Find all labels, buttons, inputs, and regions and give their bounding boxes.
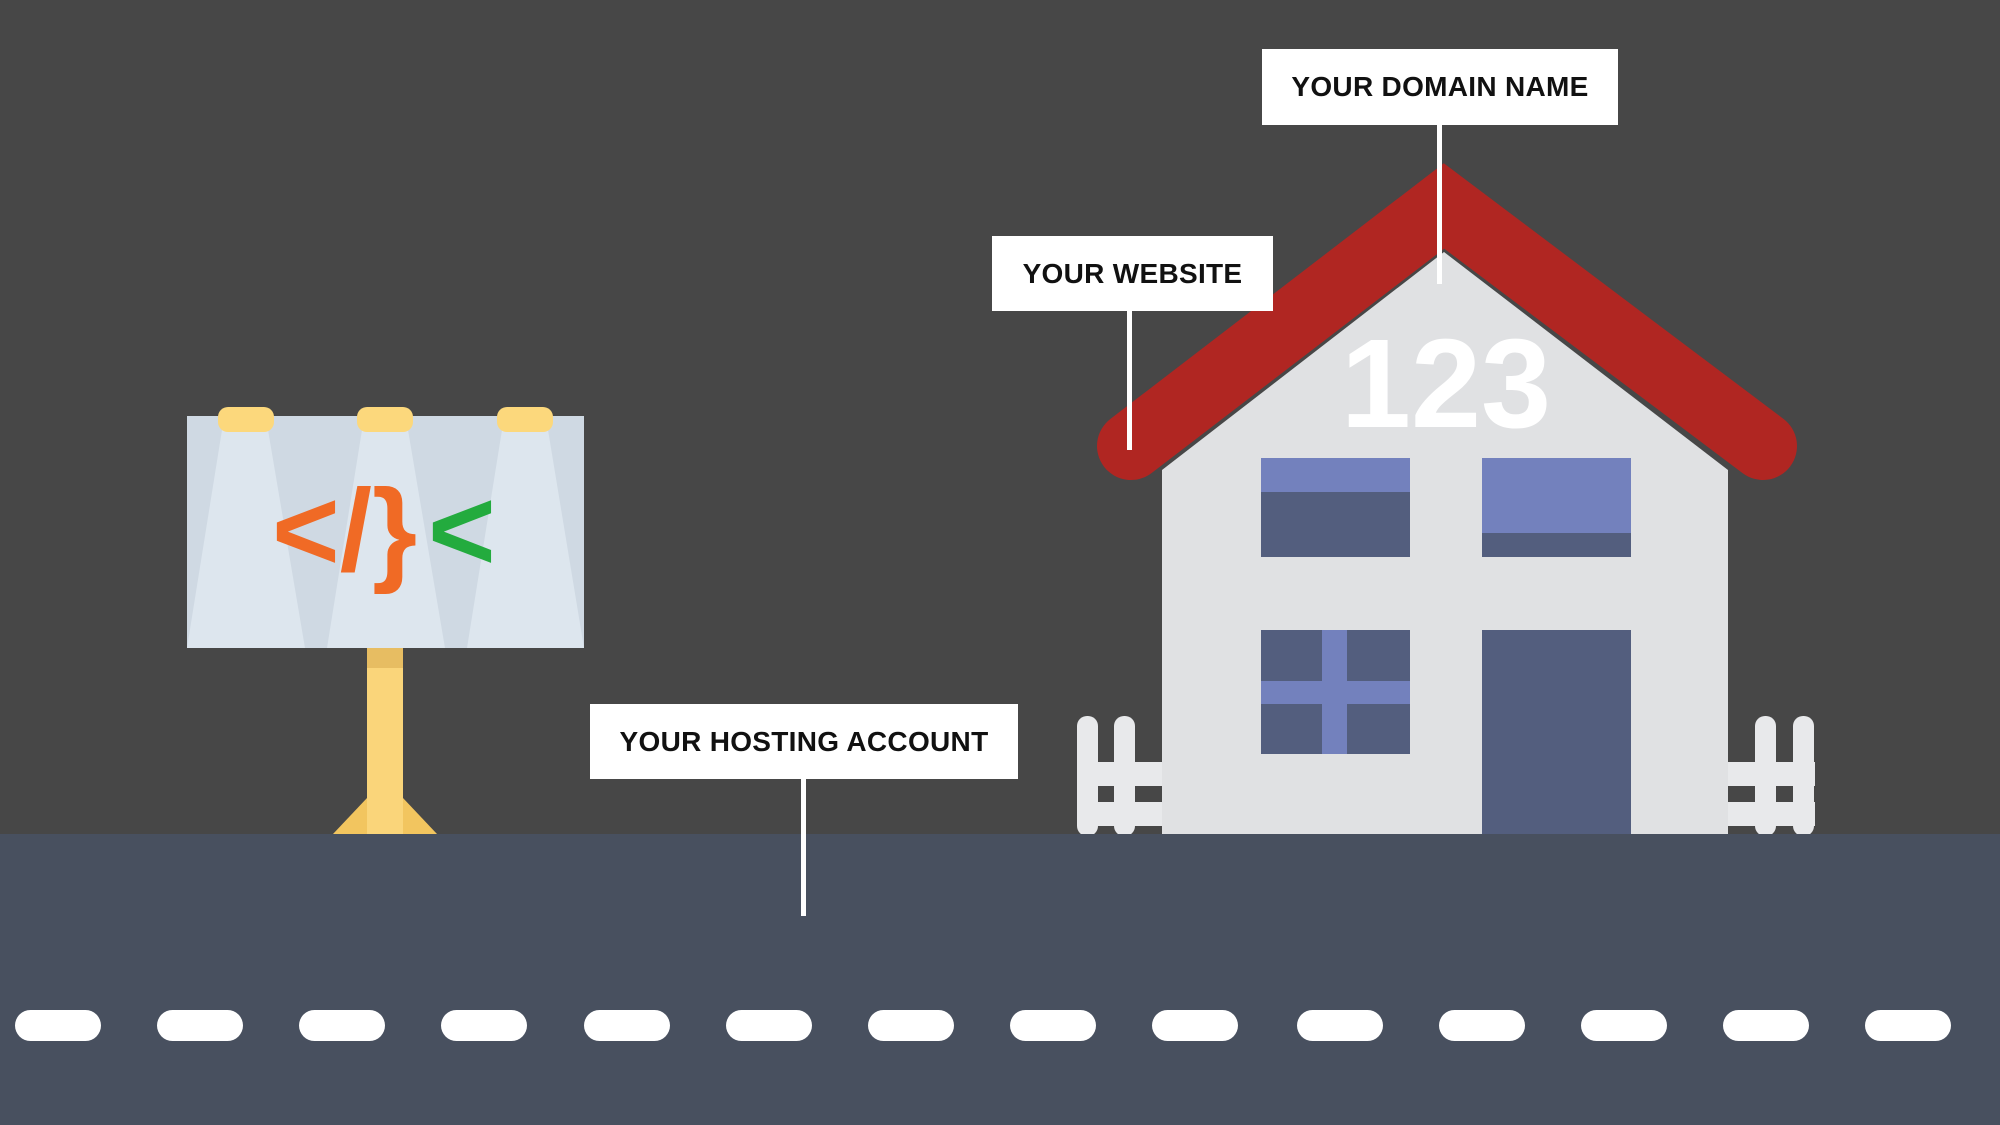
light-beam-left	[187, 430, 305, 648]
callout-hosting-account-text: YOUR HOSTING ACCOUNT	[619, 725, 989, 757]
road-dash	[868, 1010, 954, 1041]
billboard-post-shadow	[367, 646, 403, 668]
road-dash	[1723, 1010, 1809, 1041]
callout-website-text: YOUR WEBSITE	[1022, 257, 1243, 289]
callout-domain-name: YOUR DOMAIN NAME	[1262, 49, 1618, 125]
light-beam-center	[327, 430, 445, 648]
window-upper-right-blind	[1482, 458, 1631, 533]
leader-line-website	[1127, 310, 1132, 450]
road-dash	[1010, 1010, 1096, 1041]
lamp-right	[497, 407, 553, 432]
leader-line-hosting-account	[801, 778, 806, 916]
road-surface	[0, 834, 2000, 1125]
window-upper-left-blind	[1261, 458, 1410, 492]
code-symbol-orange: </}	[272, 465, 417, 595]
lamp-center	[357, 407, 413, 432]
road-dash	[584, 1010, 670, 1041]
light-beam-right	[467, 430, 584, 648]
road-dash	[1152, 1010, 1238, 1041]
road-dash	[299, 1010, 385, 1041]
road-dash	[726, 1010, 812, 1041]
leader-line-domain-name	[1437, 124, 1442, 284]
road-dash	[1439, 1010, 1525, 1041]
window-lower-left-transom	[1261, 681, 1410, 704]
house-door	[1482, 630, 1631, 836]
billboard-post	[367, 646, 403, 836]
fence-icon	[1077, 716, 1815, 836]
road-dash	[1581, 1010, 1667, 1041]
callout-hosting-account: YOUR HOSTING ACCOUNT	[590, 704, 1018, 779]
road-icon	[0, 834, 2000, 1125]
road-center-line	[15, 1010, 1951, 1041]
fence-right-rail-top	[1725, 762, 1815, 786]
callout-domain-name-text: YOUR DOMAIN NAME	[1291, 71, 1589, 102]
fence-left-rail-bottom	[1077, 802, 1167, 826]
road-dash	[157, 1010, 243, 1041]
code-symbol-green: <	[428, 465, 496, 595]
billboard-icon: </} <	[187, 407, 584, 836]
house-icon: 123	[1097, 163, 1797, 836]
callout-website: YOUR WEBSITE	[992, 236, 1273, 311]
lamp-left	[218, 407, 274, 432]
road-dash	[1865, 1010, 1951, 1041]
fence-right-rail-bottom	[1725, 802, 1815, 826]
road-dash	[441, 1010, 527, 1041]
road-dash	[1297, 1010, 1383, 1041]
fence-left-rail-top	[1077, 762, 1167, 786]
road-dash	[15, 1010, 101, 1041]
house-number: 123	[1341, 313, 1551, 454]
house-roof	[1097, 163, 1797, 480]
